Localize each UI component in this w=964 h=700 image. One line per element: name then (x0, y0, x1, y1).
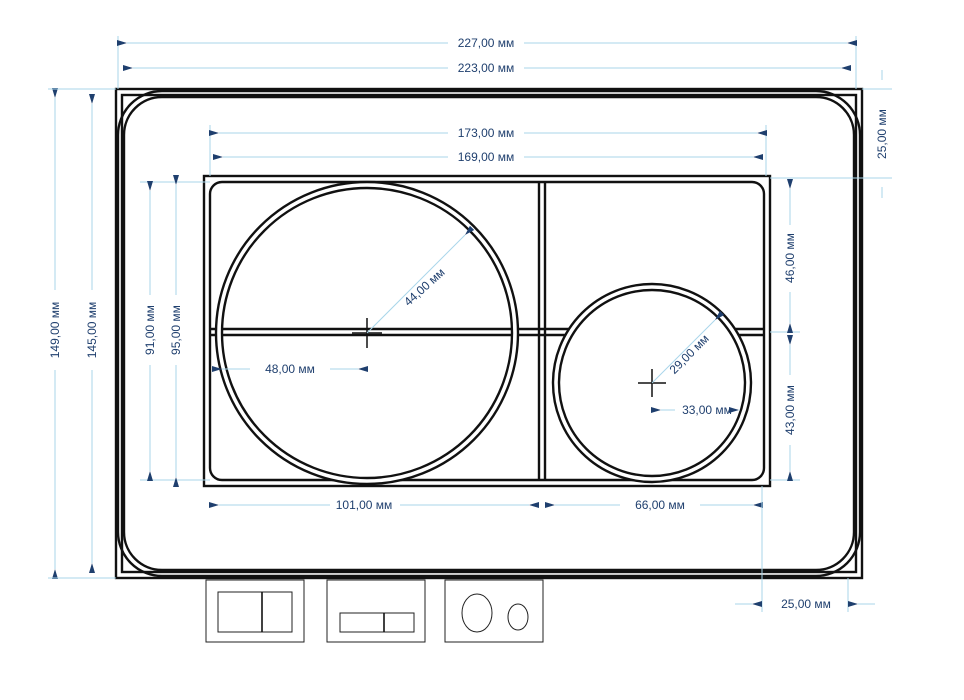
dim-173: 173,00 мм (458, 126, 515, 140)
dim-25-side: 25,00 мм (781, 597, 831, 611)
dim-33: 33,00 мм (682, 403, 732, 417)
dim-25-top: 25,00 мм (875, 109, 889, 159)
dim-101: 101,00 мм (336, 498, 393, 512)
dim-95: 95,00 мм (169, 305, 183, 355)
button-panel (202, 174, 772, 488)
dim-169: 169,00 мм (458, 150, 515, 164)
dim-145: 145,00 мм (85, 302, 99, 359)
dimension-lines (48, 36, 892, 612)
dim-91: 91,00 мм (143, 305, 157, 355)
thumbnail-dual-bar (326, 579, 426, 643)
thumbnail-round (444, 579, 544, 643)
dim-223: 223,00 мм (458, 61, 515, 75)
dim-46: 46,00 мм (783, 233, 797, 283)
thumbnail-dual-rectangle (205, 579, 305, 643)
dim-149: 149,00 мм (48, 302, 62, 359)
dim-227: 227,00 мм (458, 36, 515, 50)
dim-48: 48,00 мм (265, 362, 315, 376)
dim-43: 43,00 мм (783, 385, 797, 435)
dim-66: 66,00 мм (635, 498, 685, 512)
outer-frame (114, 87, 864, 580)
